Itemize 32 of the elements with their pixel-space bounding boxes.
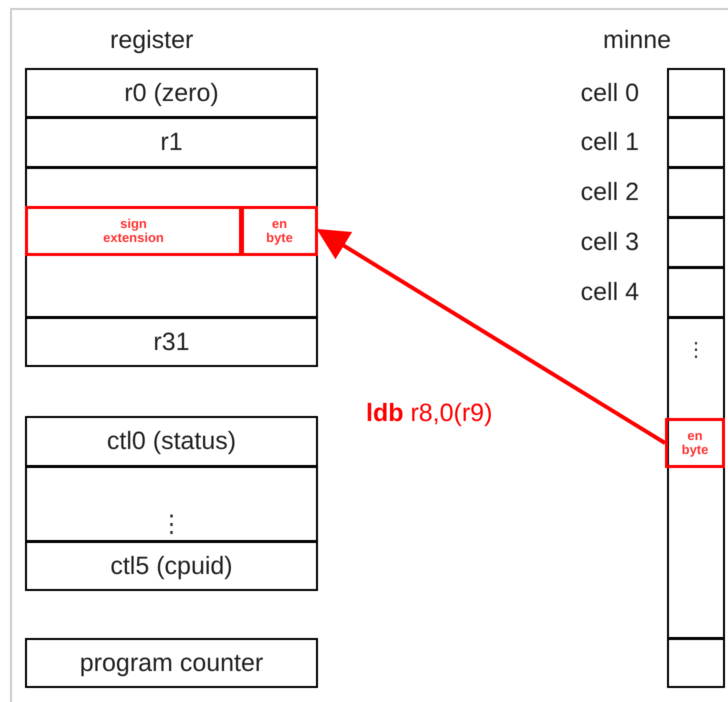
highlight-label: en byte xyxy=(680,429,710,457)
register-box xyxy=(25,416,318,467)
cell-label: cell 2 xyxy=(580,177,639,207)
register-box xyxy=(667,317,725,639)
cell-label: cell 1 xyxy=(580,127,639,157)
ellipsis: ⋮ xyxy=(686,339,706,361)
register-box xyxy=(25,117,318,168)
register-label: r1 xyxy=(160,130,183,155)
highlight-box xyxy=(665,418,725,468)
register-box xyxy=(25,68,318,118)
register-label: ctl5 (cpuid) xyxy=(110,554,233,578)
highlight-label: en byte xyxy=(265,217,294,245)
memory-cell xyxy=(667,638,725,688)
register-box xyxy=(25,638,318,688)
cell-label: cell 0 xyxy=(580,78,639,108)
column-heading: register xyxy=(110,25,194,56)
ellipsis: ⋮ xyxy=(160,510,184,540)
empty-box xyxy=(25,167,318,318)
highlight-label: sign extension xyxy=(102,217,165,245)
register-box xyxy=(25,466,318,542)
cell-label: cell 4 xyxy=(580,277,639,307)
register-label: program counter xyxy=(80,650,264,676)
register-box xyxy=(25,317,318,367)
register-label: r31 xyxy=(153,330,190,354)
arrow xyxy=(316,228,666,445)
column-heading: minne xyxy=(603,25,672,56)
register-label: r0 (zero) xyxy=(124,80,219,106)
highlight-box xyxy=(241,206,318,256)
register-label: ctl0 (status) xyxy=(106,429,236,454)
cell-label: cell 3 xyxy=(580,227,639,257)
highlight-box xyxy=(25,206,242,256)
register-box xyxy=(25,541,318,591)
